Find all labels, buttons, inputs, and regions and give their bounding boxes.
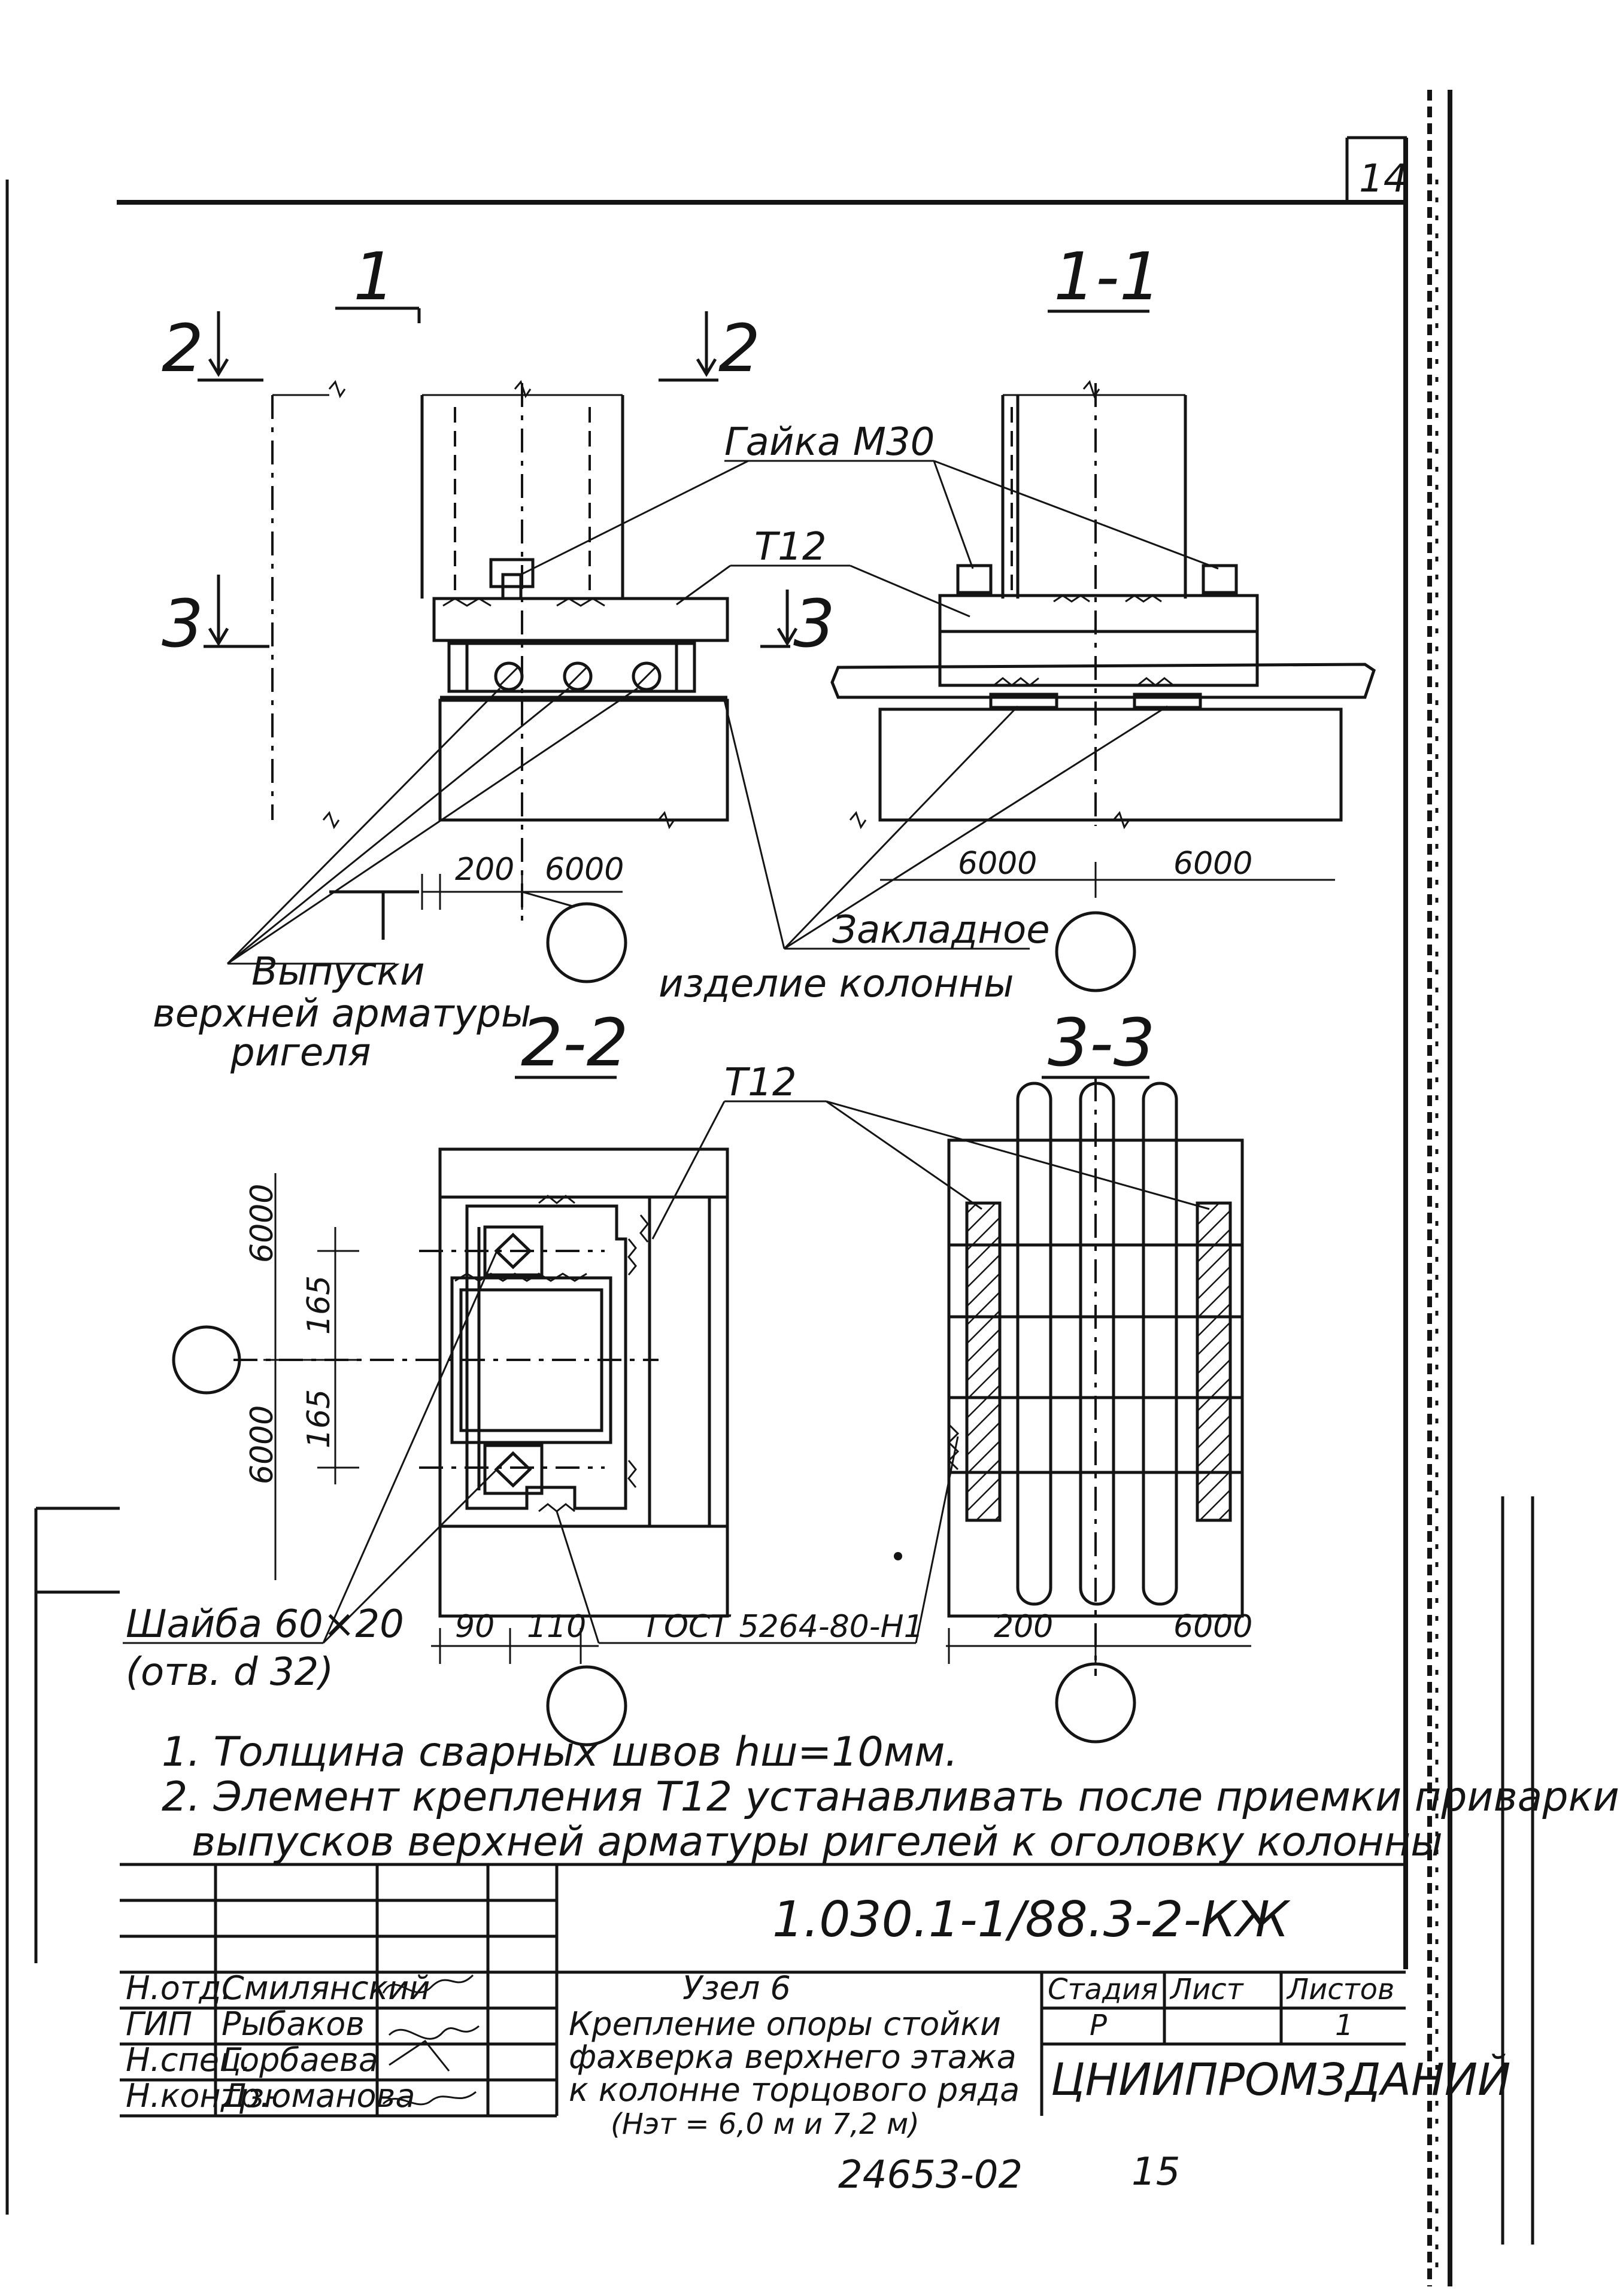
section-2-2-title: 2-2 (521, 1004, 629, 1081)
axis-bubble-elevation (546, 902, 627, 983)
note-1: 1. Толщина сварных швов hш=10мм. (162, 1729, 958, 1776)
note-2-line2: выпусков верхней арматуры ригелей к огол… (192, 1818, 1443, 1866)
role-1: Н.отд. (126, 1969, 232, 2007)
sheet-label: Лист (1169, 1973, 1245, 2006)
rebar-bar-section (830, 663, 1376, 699)
dim-6000-elevation: 6000 (545, 852, 624, 888)
rebar-circle-2 (563, 661, 593, 691)
sheets-label: Листов (1286, 1973, 1394, 2006)
t12-hatched-plate-right (1196, 1201, 1232, 1522)
callout-embedded-line2: изделие колонны (659, 962, 1014, 1006)
t12-plate-section (938, 594, 1259, 633)
note-2-line1: 2. Элемент крепления Т12 устанавливать п… (162, 1773, 1619, 1821)
dim-110: 110 (527, 1609, 586, 1645)
t12-clamp-plan (465, 1204, 627, 1510)
section-mark-2-left: 2 (162, 310, 204, 387)
column-section-plan (450, 1276, 612, 1444)
role-3: Н.спец. (126, 2041, 251, 2079)
callout-t12-top: Т12 (754, 525, 827, 569)
callout-washer-line2: (отв. d 32) (126, 1650, 333, 1694)
callout-gost: ГОСТ 5264-80-Н1 (647, 1609, 924, 1645)
name-2: Рыбаков (222, 2005, 365, 2043)
general-notes: 1. Толщина сварных швов hш=10мм. 2. Элем… (162, 1729, 1619, 1866)
archive-number: 24653-02 (838, 2153, 1023, 2197)
section-3-3-title: 3-3 (1048, 1004, 1155, 1081)
t12-plate-elevation (432, 597, 729, 642)
nut-m30-left-section (956, 564, 993, 594)
section-mark-3-right: 3 (793, 585, 835, 662)
rebar-bar-1 (1016, 1082, 1052, 1606)
callout-embedded-line1: Закладное (832, 908, 1050, 952)
name-1: Смилянский (222, 1969, 430, 2007)
dim-6000-section-3: 6000 (1173, 1609, 1252, 1645)
dim-6000-bottom-plan: 6000 (244, 1405, 280, 1484)
dim-165-top: 165 (301, 1275, 337, 1335)
t12-hatched-plate-left (965, 1201, 1002, 1522)
section-1-1-title: 1-1 (1054, 238, 1161, 315)
callout-t12-mid: Т12 (724, 1061, 797, 1105)
nut-m30-elevation (489, 558, 535, 588)
node-title-3: фахверка верхнего этажа (569, 2038, 1017, 2076)
axis-bubble-section-3 (1055, 1662, 1136, 1744)
name-3: Горбаева (222, 2041, 378, 2079)
role-4: Н.контр. (126, 2077, 271, 2115)
organization: ЦНИИПРОМЗДАНИЙ (1051, 2053, 1510, 2106)
doc-code: 1.030.1-1/88.3-2-КЖ (772, 1891, 1291, 1948)
name-4: Дзюманова (220, 2077, 415, 2115)
node-title-2: Крепление опоры стойки (569, 2005, 1001, 2043)
archive-sheet: 15 (1131, 2150, 1180, 2194)
dim-90: 90 (455, 1609, 495, 1645)
page-number: 14 (1359, 157, 1407, 201)
sheets-value: 1 (1335, 2009, 1354, 2042)
node-title-4: к колонне торцового ряда (569, 2071, 1020, 2109)
role-2: ГИП (126, 2005, 192, 2043)
stage-label: Стадия (1048, 1973, 1158, 2006)
callout-bars-line3: ригеля (230, 1031, 371, 1075)
section-2-2-view: 2-2 6000 6000 165 165 90 1 (172, 1004, 729, 1747)
axis-bubble-section-2-bottom (546, 1665, 627, 1747)
callout-washer-line1: Шайба 60×20 (126, 1602, 404, 1647)
callout-bars-line1: Выпуски (251, 950, 425, 994)
callout-bars-line2: верхней арматуры (153, 992, 531, 1036)
elevation-view: 1 2 2 3 3 200 6000 (162, 238, 835, 983)
section-3-3-view: 3-3 200 6000 (894, 1004, 1252, 1744)
dim-165-bottom: 165 (301, 1389, 337, 1448)
section-1-1-view: 1-1 6000 6000 (830, 238, 1376, 992)
signatures (382, 1974, 480, 2106)
rebar-circle-3 (632, 661, 662, 691)
axis-bubble-section-2-left (172, 1325, 241, 1395)
stage-value: Р (1090, 2009, 1107, 2042)
rebar-bar-3 (1142, 1082, 1178, 1606)
dim-6000-right-section: 6000 (1173, 846, 1252, 882)
nut-m30-right-section (1202, 564, 1238, 594)
washer-bottom (483, 1444, 544, 1495)
dot-mark (894, 1552, 902, 1560)
dim-200-elevation: 200 (455, 852, 514, 888)
dim-6000-top-plan: 6000 (244, 1184, 280, 1263)
node-title-5: (Нэт = 6,0 м и 7,2 м) (611, 2107, 920, 2141)
section-mark-3-left: 3 (162, 585, 204, 662)
rebar-bar-2 (1079, 1082, 1115, 1606)
dim-6000-left-section: 6000 (958, 846, 1037, 882)
callout-nut-m30: Гайка М30 (724, 420, 935, 464)
rebar-circle-1 (494, 661, 524, 691)
section-mark-1: 1 (353, 238, 395, 315)
node-title-1: Узел 6 (682, 1969, 791, 2007)
dim-200-section-3: 200 (994, 1609, 1053, 1645)
sheet-frame: 14 (5, 90, 1534, 2286)
title-block: 1.030.1-1/88.3-2-КЖ Н.отд. ГИП Н.спец. Н… (120, 1863, 1510, 2197)
section-mark-2-right: 2 (718, 310, 760, 387)
axis-bubble-section-1 (1055, 911, 1136, 992)
callouts: Гайка М30 Т12 Закладное изделие колонны … (123, 420, 1219, 1694)
